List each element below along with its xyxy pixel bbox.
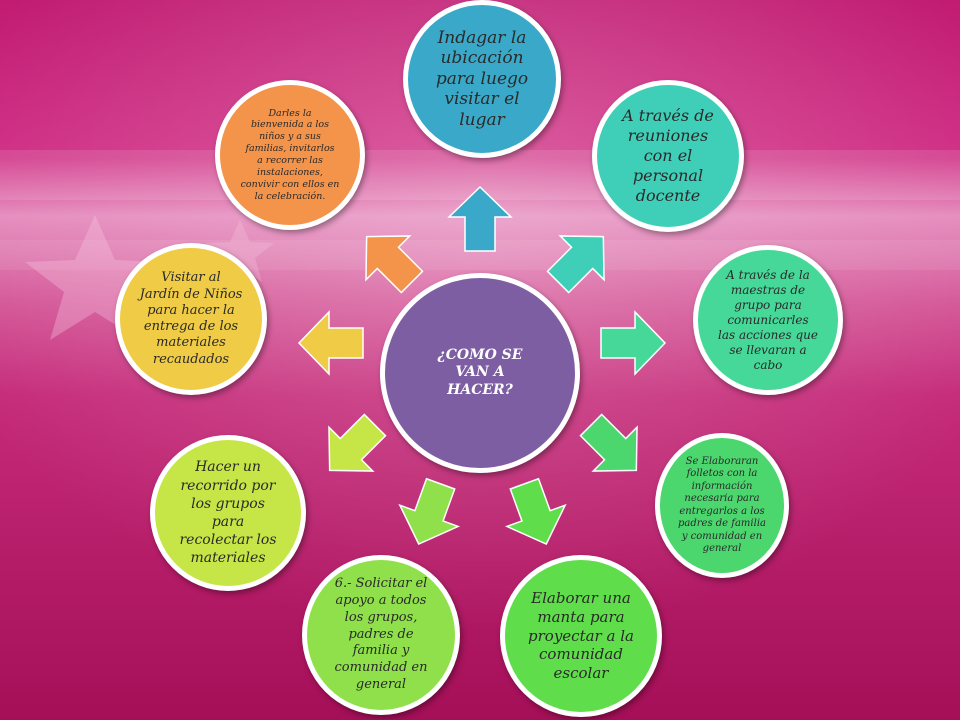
center-question-circle: ¿COMO SE VAN A HACER? (380, 273, 580, 473)
arrow-6 (398, 477, 461, 545)
node-manta: Elaborar una manta para proyectar a la c… (500, 555, 662, 717)
node-text: Indagar la ubicación para luego visitar … (435, 28, 529, 130)
arrow-4 (579, 413, 638, 472)
node-text: Se Elaboraran folletos con la informació… (678, 455, 766, 555)
node-bienvenida: Darles la bienvenida a los niños y a sus… (215, 80, 365, 230)
node-text: A través de la maestras de grupo para co… (718, 267, 818, 372)
center-question-text: ¿COMO SE VAN A HACER? (437, 346, 523, 398)
node-recorrido-grupos: Hacer un recorrido por los grupos para r… (150, 435, 306, 591)
node-text: Elaborar una manta para proyectar a la c… (528, 589, 634, 683)
arrow-7 (328, 413, 387, 472)
node-text: 6.- Solicitar el apoyo a todos los grupo… (334, 575, 428, 693)
arrow-3 (600, 310, 667, 376)
node-visitar-jardin: Visitar al Jardín de Niños para hacer la… (115, 243, 267, 395)
node-indagar-ubicacion: Indagar la ubicación para luego visitar … (403, 0, 561, 158)
arrow-1 (447, 185, 513, 252)
node-text: Hacer un recorrido por los grupos para r… (179, 459, 277, 567)
node-folletos: Se Elaboraran folletos con la informació… (655, 433, 789, 578)
node-solicitar-apoyo: 6.- Solicitar el apoyo a todos los grupo… (302, 555, 460, 715)
node-maestras-grupo: A través de la maestras de grupo para co… (693, 245, 843, 395)
arrow-8 (297, 310, 364, 376)
node-text: A través de reuniones con el personal do… (622, 106, 714, 205)
arrow-9 (365, 235, 424, 294)
node-text: Visitar al Jardín de Niños para hacer la… (139, 270, 243, 367)
arrow-2 (546, 235, 605, 294)
node-text: Darles la bienvenida a los niños y a sus… (240, 107, 340, 202)
node-reuniones-personal: A través de reuniones con el personal do… (592, 80, 744, 232)
arrow-5 (504, 477, 567, 545)
